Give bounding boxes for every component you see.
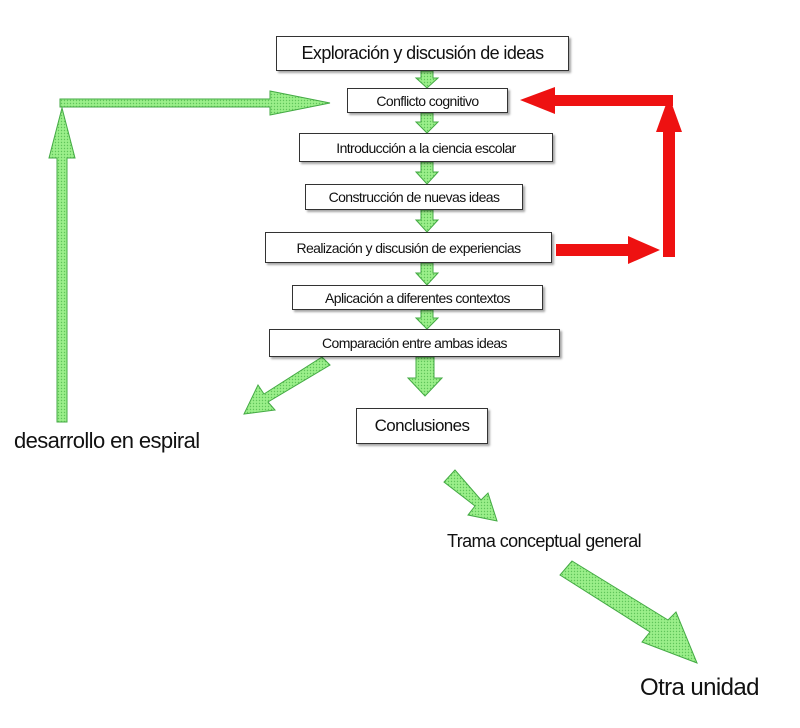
feedback-loop <box>520 87 682 264</box>
down-arrow-icon <box>414 309 440 330</box>
step-cognitive-conflict: Conflicto cognitivo <box>347 88 508 113</box>
step-contexts: Aplicación a diferentes contextos <box>292 285 543 310</box>
down-arrow-icon <box>414 161 440 185</box>
spiral-label: desarrollo en espiral <box>14 428 200 453</box>
step-conclusions: Conclusiones <box>356 408 488 444</box>
down-arrow-icon <box>414 112 440 134</box>
down-arrow-icon <box>414 209 440 233</box>
network-arrow-icon <box>559 560 698 664</box>
step-exploration: Exploración y discusión de ideas <box>276 36 569 71</box>
next-unit-label: Otra unidad <box>640 674 759 701</box>
spiral-up-arrow-icon <box>48 106 76 423</box>
red-vertical-bar <box>663 130 675 257</box>
spiral-right-arrow-icon <box>59 90 331 116</box>
flow-arrows <box>48 70 698 664</box>
down-arrow-icon <box>414 70 440 89</box>
red-right-arrow-icon <box>556 236 660 264</box>
red-up-arrowhead-icon <box>656 96 682 132</box>
down-arrow-icon <box>414 262 440 286</box>
red-left-arrow-icon <box>520 87 555 114</box>
step-new-ideas: Construcción de nuevas ideas <box>305 184 523 210</box>
conclusion-arrow-icon <box>443 469 498 522</box>
step-comparison: Comparación entre ambas ideas <box>269 329 560 357</box>
red-top-bar <box>555 95 673 106</box>
step-experiences: Realización y discusión de experiencias <box>265 232 552 263</box>
down-arrow-icon <box>406 356 444 397</box>
step-school-science: Introducción a la ciencia escolar <box>299 133 553 162</box>
spiral-diagonal-arrow-icon <box>243 356 331 415</box>
network-label: Trama conceptual general <box>447 531 642 551</box>
